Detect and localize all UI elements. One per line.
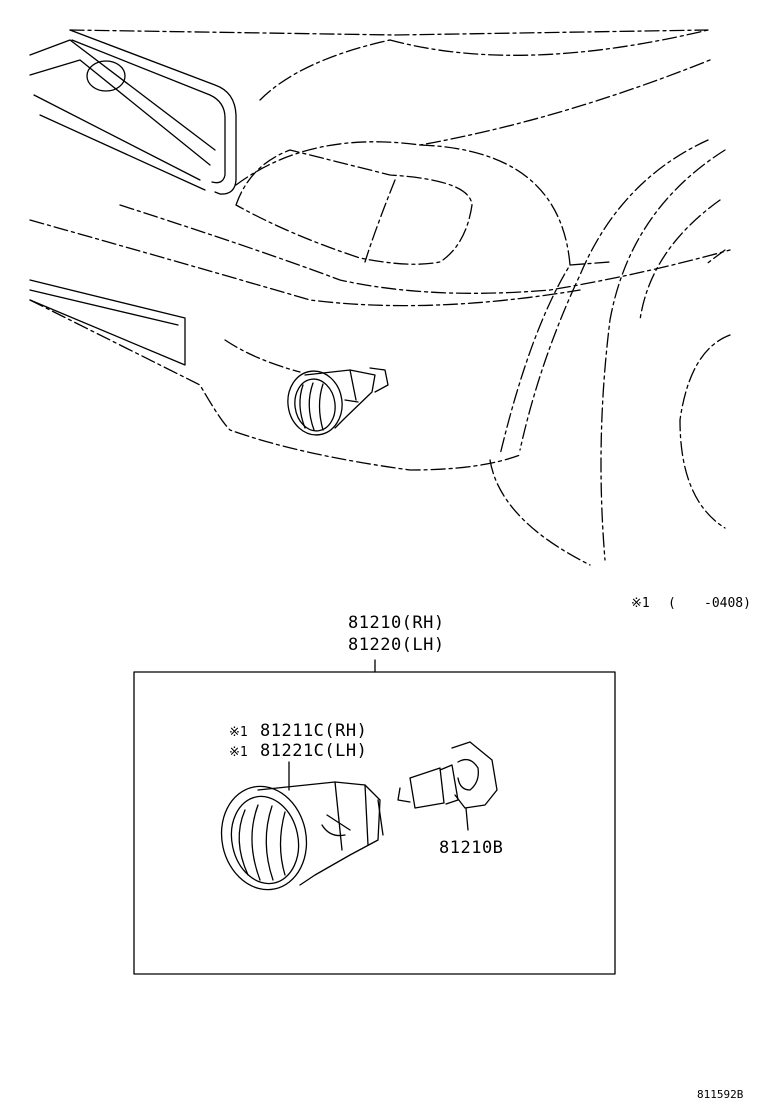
assembly-box xyxy=(133,659,616,975)
bulb-shape xyxy=(397,741,498,831)
note-open-paren: ( xyxy=(668,596,676,611)
unit-rh-label: 81211C(RH) xyxy=(260,721,368,741)
assembly-lh-label: 81220(LH) xyxy=(348,635,445,655)
fog-lamp-installed xyxy=(287,367,389,436)
unit-lh-label: 81221C(LH) xyxy=(260,741,368,761)
emblem-shape xyxy=(86,60,126,92)
note-range: -0408) xyxy=(704,596,751,611)
bulb-part-label: 81210B xyxy=(439,838,504,858)
figure-code: 811592B xyxy=(697,1088,744,1101)
unit-rh-mark: ※1 xyxy=(229,725,248,740)
fog-lamp-unit xyxy=(220,761,384,891)
vehicle-front-outline xyxy=(29,29,731,566)
unit-lh-mark: ※1 xyxy=(229,745,248,760)
assembly-rh-label: 81210(RH) xyxy=(348,613,445,633)
note-mark: ※1 xyxy=(631,596,650,611)
